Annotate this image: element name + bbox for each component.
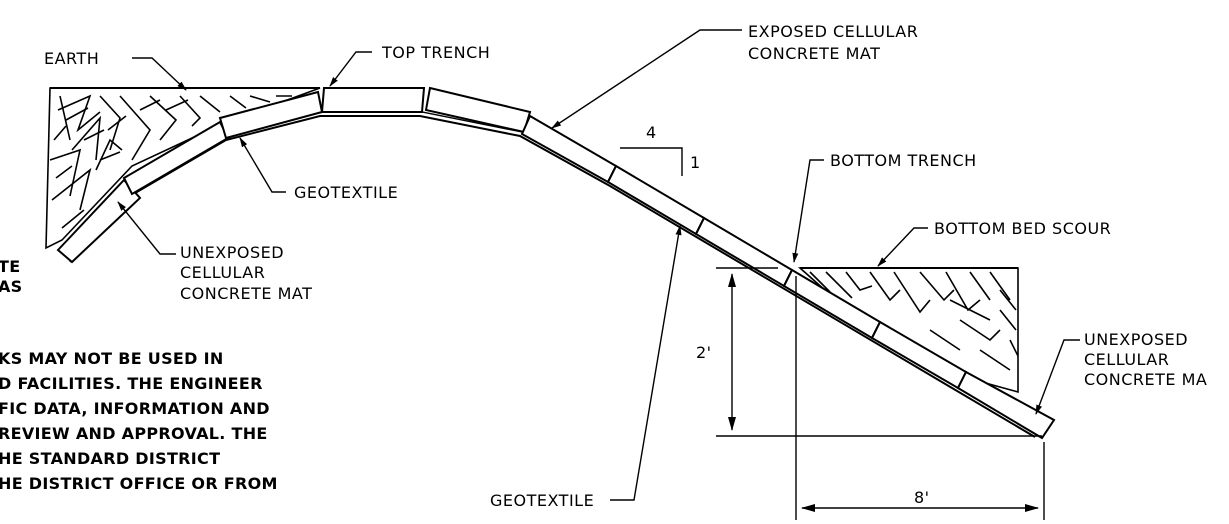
label-exposed-mat-1: EXPOSED CELLULAR [748, 22, 918, 41]
leader-bottom-trench [792, 159, 824, 263]
note-line: KS MAY NOT BE USED IN [0, 349, 224, 368]
label-unexposed-left-2: CELLULAR [180, 263, 265, 282]
cellular-concrete-mat [56, 86, 1056, 440]
note-line: REVIEW AND APPROVAL. THE [0, 424, 268, 443]
leader-earth [132, 57, 187, 91]
dimension-height [716, 267, 1042, 437]
label-unexposed-right-3: CONCRETE MA [1084, 370, 1207, 389]
cutoff-text-2: AS [0, 277, 23, 296]
earth-mass-right [797, 267, 1019, 394]
label-exposed-mat-2: CONCRETE MAT [748, 44, 880, 63]
label-geotextile-lower: GEOTEXTILE [490, 491, 594, 510]
leader-top-trench [329, 51, 372, 87]
note-line: FIC DATA, INFORMATION AND [0, 399, 270, 418]
label-unexposed-left-3: CONCRETE MAT [180, 284, 312, 303]
label-unexposed-right-2: CELLULAR [1084, 350, 1169, 369]
label-unexposed-left-1: UNEXPOSED [180, 243, 284, 262]
dimension-height-label: 2' [696, 343, 712, 362]
slope-rise: 1 [690, 153, 701, 172]
notes-block: KS MAY NOT BE USED IN D FACILITIES. THE … [0, 349, 278, 493]
label-bottom-trench: BOTTOM TRENCH [830, 151, 977, 170]
label-unexposed-right-1: UNEXPOSED [1084, 330, 1188, 349]
slope-run: 4 [646, 123, 657, 142]
slope-indicator [620, 147, 683, 176]
note-line: HE DISTRICT OFFICE OR FROM [0, 474, 278, 493]
leader-geotextile-lower [610, 225, 682, 501]
note-line: D FACILITIES. THE ENGINEER [0, 374, 263, 393]
label-geotextile-upper: GEOTEXTILE [294, 183, 398, 202]
leader-geotextile-upper [239, 137, 286, 193]
leader-bottom-bed-scour [877, 227, 928, 267]
label-earth: EARTH [44, 49, 99, 68]
cutoff-text-1: TE [0, 257, 20, 276]
dimension-width-label: 8' [914, 488, 930, 507]
leader-unexposed-left [117, 201, 176, 255]
leader-exposed-mat [551, 29, 742, 129]
leader-unexposed-right [1035, 339, 1080, 415]
label-bottom-bed-scour: BOTTOM BED SCOUR [934, 219, 1111, 238]
note-line: HE STANDARD DISTRICT [0, 449, 220, 468]
label-top-trench: TOP TRENCH [381, 43, 490, 62]
dimension-width [795, 276, 1045, 520]
